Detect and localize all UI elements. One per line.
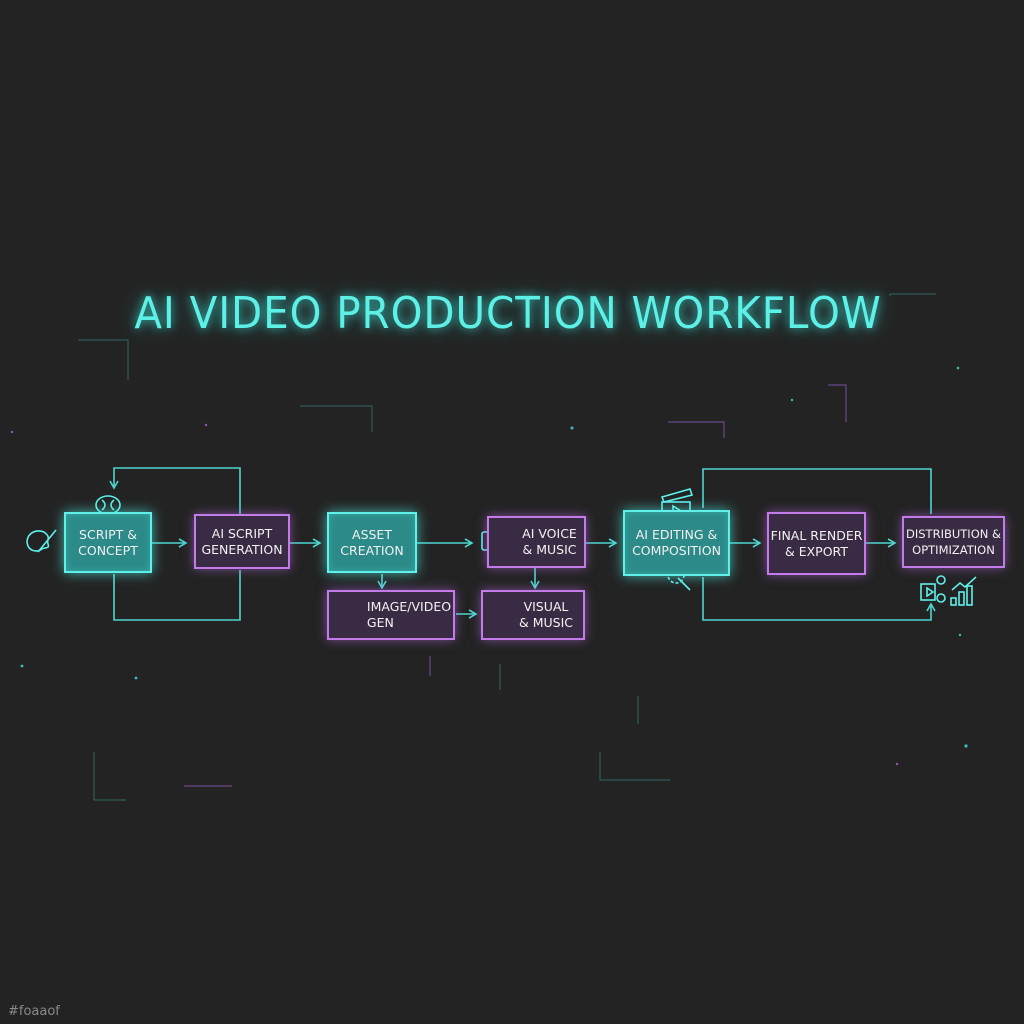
node-label: OPTIMIZATION	[912, 543, 995, 557]
node-ai-editing[interactable]: AI EDITING &COMPOSITION	[623, 510, 730, 576]
node-label: & EXPORT	[785, 543, 848, 559]
node-label: DISTRIBUTION &	[906, 527, 1001, 541]
node-final-render[interactable]: FINAL RENDER& EXPORT	[767, 512, 866, 575]
palette-icon	[26, 529, 57, 553]
node-label: AI EDITING &	[635, 527, 718, 542]
node-visual-music[interactable]: VISUAL& MUSIC	[481, 590, 585, 640]
node-label: AI VOICE	[522, 526, 577, 541]
node-label: SCRIPT &	[79, 526, 137, 542]
decorative-lines	[78, 293, 936, 801]
node-distribution[interactable]: DISTRIBUTION & OPTIMIZATION	[902, 516, 1005, 568]
node-label: & MUSIC	[522, 542, 577, 557]
page-title: AI VIDEO PRODUCTION WORKFLOW	[134, 288, 882, 339]
node-label: AI SCRIPT	[211, 525, 273, 541]
node-label: CONCEPT	[78, 542, 138, 558]
node-label: & MUSIC	[518, 615, 573, 630]
node-label: CREATION	[340, 542, 404, 558]
node-ai-voice-music[interactable]: AI VOICE& MUSIC	[487, 516, 586, 568]
node-label: FINAL RENDER	[770, 527, 863, 543]
node-label: GENERATION	[201, 541, 283, 557]
particles	[10, 366, 968, 766]
watermark: #foaaof	[8, 1004, 60, 1019]
node-label: GEN	[366, 615, 394, 630]
node-script-concept[interactable]: SCRIPT &CONCEPT	[64, 512, 152, 573]
node-label: IMAGE/VIDEO	[366, 599, 452, 614]
node-label: COMPOSITION	[632, 543, 721, 558]
node-label: ASSET	[352, 526, 392, 542]
growth-chart-icon	[950, 576, 977, 606]
share-video-icon	[920, 575, 946, 603]
node-label: VISUAL	[523, 599, 569, 614]
flow-arrows	[109, 467, 936, 621]
